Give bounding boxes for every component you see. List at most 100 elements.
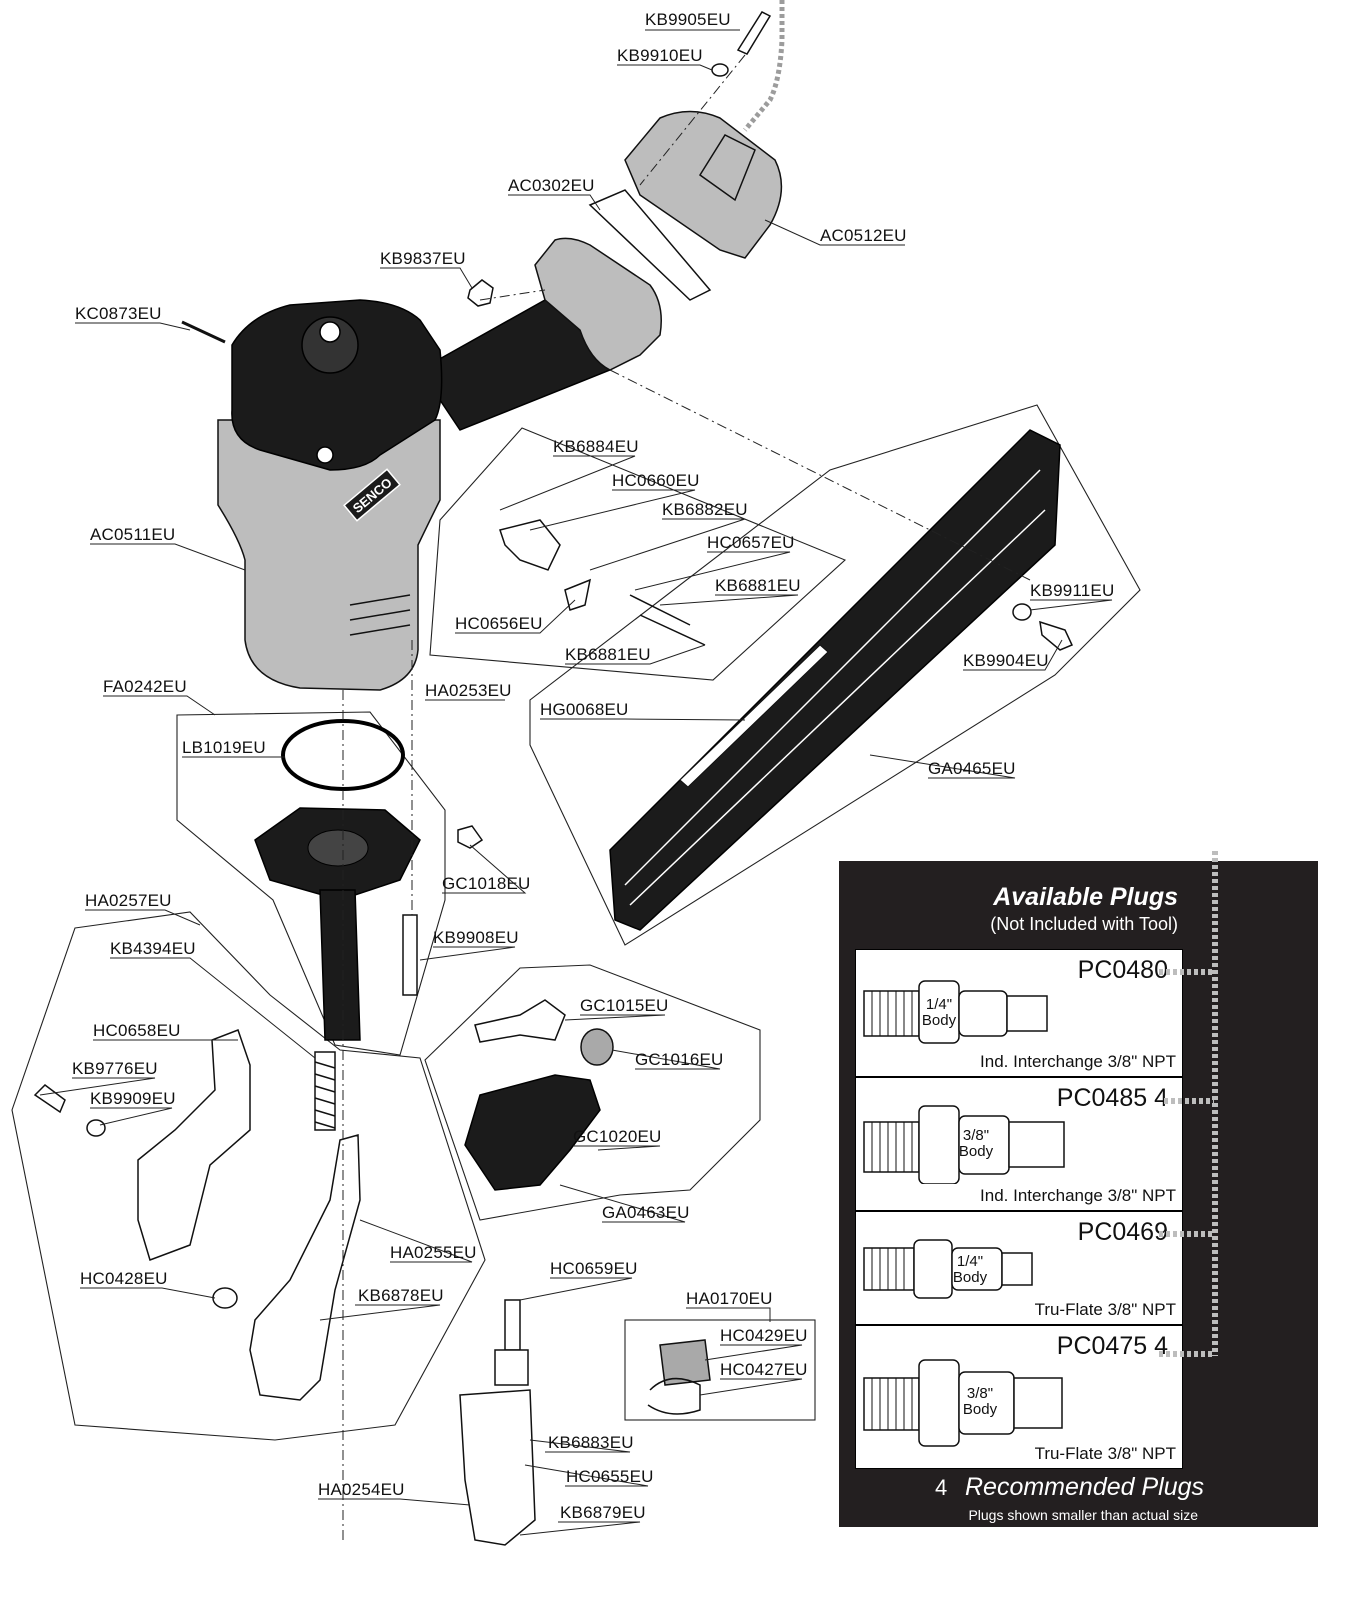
dotted-leader [1159,1231,1214,1237]
plugs-title: Available Plugs [993,883,1178,911]
label-hg0068: HG0068EU [540,700,629,719]
label-gc1015: GC1015EU [580,996,669,1015]
piston-body [494,1349,529,1386]
label-ha0170: HA0170EU [686,1289,773,1308]
plug-card: PC0485 4 3/8" Body Ind. Interchange 3/8"… [855,1077,1183,1211]
head-cap-black [231,299,443,471]
deflector-gc1015 [474,999,566,1043]
label-fa0242: FA0242EU [103,677,187,696]
deflector-gc1020 [464,1074,601,1191]
svg-text:3/8": 3/8" [963,1127,989,1144]
dotted-leader [1159,969,1214,975]
plug-code: PC0469 [1077,1218,1168,1246]
label-kc0873: KC0873EU [75,304,162,323]
pin-kb6881-b [639,614,706,646]
label-ac0512: AC0512EU [820,226,907,245]
label-ha0254: HA0254EU [318,1480,405,1499]
dotted-leader [1159,1351,1214,1357]
spring-coils [314,1061,336,1129]
svg-text:Body: Body [959,1143,994,1160]
spring-hc0429 [659,1339,711,1386]
label-ha0257: HA0257EU [85,891,172,910]
label-hc0659: HC0659EU [550,1259,638,1278]
bolt-kb9908 [402,914,418,996]
label-ga0465: GA0465EU [928,759,1016,778]
bumper-gc1018 [457,825,484,849]
label-ac0302: AC0302EU [508,176,595,195]
svg-text:Body: Body [922,1012,957,1029]
label-hc0428: HC0428EU [80,1269,168,1288]
label-kb9837: KB9837EU [380,249,466,268]
available-plugs-panel: Available Plugs (Not Included with Tool)… [839,851,1318,1527]
label-kb6879: KB6879EU [560,1503,646,1522]
head-valve-center [319,321,341,343]
label-hc0657: HC0657EU [707,533,795,552]
plug-desc: Ind. Interchange 3/8" NPT [980,1186,1176,1205]
plug-illustration: 3/8" Body [863,1359,1063,1447]
label-kb6882: KB6882EU [662,500,748,519]
nut-kb9837 [467,279,494,307]
washer-kb9911 [1012,603,1032,621]
label-hg0068 [679,644,829,788]
exhaust-cap-vent [698,134,756,202]
safety-group-outline [11,911,486,1441]
leader-lines [39,29,1113,1536]
exhaust-group-outline [424,964,761,1221]
label-kb9904: KB9904EU [963,651,1049,670]
label-ha0253: HA0253EU [425,681,512,700]
dotted-leader-vertical [1212,851,1218,1356]
washer-kb9910 [711,63,729,77]
align-line-4 [639,54,746,186]
housing-ridges [349,594,411,636]
rear-cap [534,237,662,371]
knob-gc1016 [580,1028,614,1066]
plug-code: PC0475 4 [1056,1332,1168,1360]
pin-kb6881-a [629,594,691,626]
plugs-note: Plugs shown smaller than actual size [968,1507,1198,1523]
label-hc0427: HC0427EU [720,1360,808,1379]
svg-text:1/4": 1/4" [926,996,952,1013]
nose-ha0254 [459,1389,536,1546]
svg-text:Body: Body [953,1269,988,1286]
ring-hc0427 [647,1377,701,1415]
gasket-ac0302 [588,189,712,301]
label-kb9910: KB9910EU [617,46,703,65]
label-kb6878: KB6878EU [358,1286,444,1305]
label-hc0660: HC0660EU [612,471,700,490]
label-kb9908: KB9908EU [433,928,519,947]
label-gc1016: GC1016EU [635,1050,724,1069]
plug-code: PC0485 4 [1056,1084,1168,1112]
label-hc0429: HC0429EU [720,1326,808,1345]
plug-illustration: 1/4" Body [863,1239,1033,1299]
plug-illustration: 1/4" Body [863,980,1048,1044]
plug-desc: Tru-Flate 3/8" NPT [1034,1300,1176,1319]
screw-kb9904 [1039,620,1074,651]
screw-kc0873 [181,320,226,344]
screw-kb9776 [33,1084,66,1114]
safety-ha0255 [249,1134,361,1401]
driver-blade [319,889,361,1041]
label-ha0255: HA0255EU [390,1243,477,1262]
label-kb9909: KB9909EU [90,1089,176,1108]
label-kb9911: KB9911EU [1030,581,1114,600]
label-kb4394: KB4394EU [110,939,196,958]
align-line-3 [609,369,1031,581]
label-ac0511: AC0511EU [90,525,175,544]
magazine-group-outline [529,404,1141,946]
magazine-ga0465 [609,429,1061,931]
head-bolt [316,446,334,464]
svg-text:Body: Body [963,1401,998,1418]
piston-hc0659 [504,1299,521,1351]
label-kb6884: KB6884EU [553,437,639,456]
align-line-5 [479,289,546,301]
label-lb1019: LB1019EU [182,738,266,757]
dotted-leader [1164,1098,1214,1104]
o-ring-lb1019 [281,719,405,791]
svg-text:1/4": 1/4" [957,1253,983,1270]
magazine-line-2 [629,509,1046,906]
plug-code: PC0480 [1077,956,1168,984]
air-hose-dotted [743,0,785,132]
label-ga0463: GA0463EU [602,1203,690,1222]
label-kb6881-b: KB6881EU [565,645,651,664]
